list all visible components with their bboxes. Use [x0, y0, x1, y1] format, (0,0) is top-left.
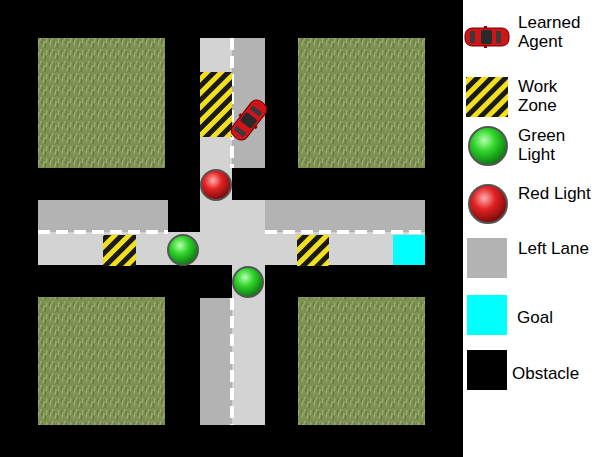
- legend-swatch: [467, 295, 507, 335]
- legend-label: Work Zone: [518, 77, 598, 115]
- legend-swatch: [467, 238, 507, 278]
- legend-label: Learned Agent: [518, 13, 598, 51]
- legend-label: Red Light: [518, 184, 598, 203]
- legend-label: Obstacle: [512, 364, 607, 383]
- legend-swatch: [467, 350, 507, 390]
- legend-label: Green Light: [518, 126, 598, 164]
- legend-label: Goal: [517, 308, 607, 327]
- legend-label: Left Lane: [518, 239, 598, 258]
